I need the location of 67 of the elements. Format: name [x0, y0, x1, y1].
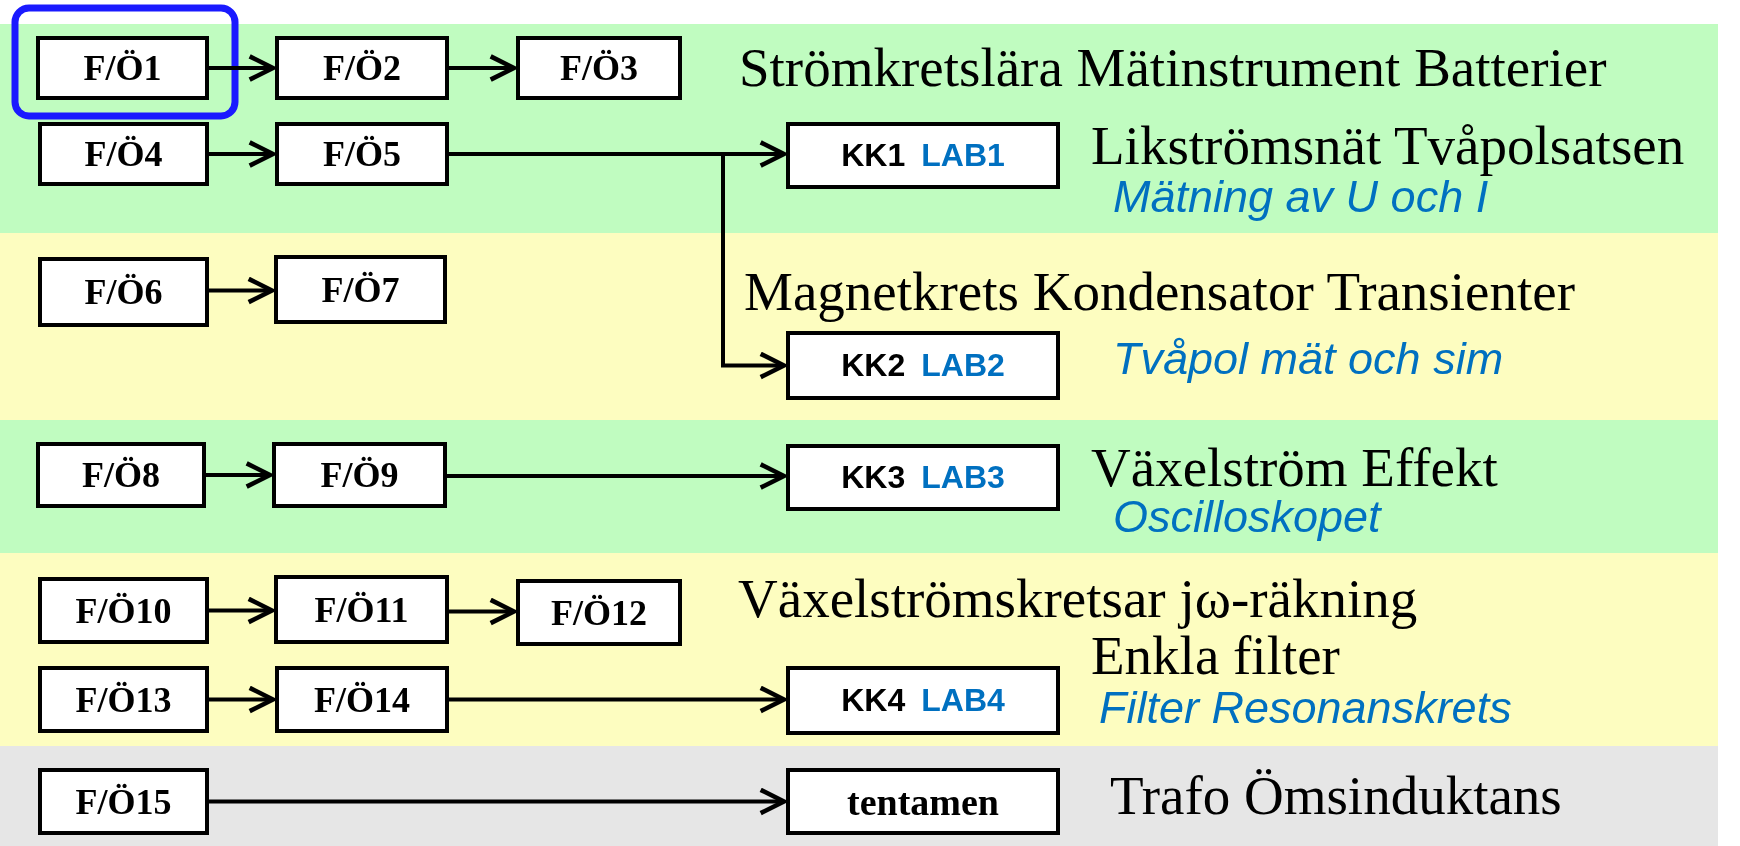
- lab-label: LAB4: [921, 682, 1005, 719]
- lab-label: LAB2: [921, 347, 1005, 384]
- arrow: [209, 787, 787, 816]
- box-label: F/Ö7: [321, 268, 400, 311]
- box-label: F/Ö10: [75, 589, 172, 632]
- box-label: F/Ö5: [323, 133, 401, 175]
- topic-band: [0, 553, 1718, 746]
- box-label: KK1: [841, 137, 906, 174]
- process-box: [275, 666, 449, 733]
- process-box: [516, 36, 682, 100]
- box-label: KK4: [841, 682, 906, 719]
- process-box: [274, 255, 447, 324]
- box-label: F/Ö11: [314, 588, 409, 631]
- topic-text: Enkla filter: [1091, 628, 1340, 683]
- arrow: [209, 276, 275, 305]
- box-label: KK3: [841, 459, 906, 496]
- topic-band: [0, 24, 1718, 233]
- arrow: [447, 462, 787, 490]
- topic-text: Strömkretslära Mätinstrument Batterier: [739, 40, 1607, 95]
- topic-band: [0, 420, 1718, 553]
- box-label: F/Ö4: [84, 133, 163, 175]
- process-box: [38, 768, 209, 835]
- box-label: F/Ö2: [323, 47, 401, 89]
- process-box: [272, 442, 447, 508]
- box-label: KK2: [841, 347, 906, 384]
- lab-label: LAB1: [921, 137, 1005, 174]
- process-box: [516, 579, 682, 646]
- box-label: F/Ö12: [551, 591, 647, 634]
- box-label: F/Ö1: [83, 47, 162, 89]
- process-box: [36, 442, 206, 508]
- lab-topic-text: Tvåpol mät och sim: [1113, 336, 1504, 381]
- process-box: [274, 575, 449, 644]
- box-label: F/Ö6: [84, 271, 163, 313]
- arrow: [209, 685, 276, 714]
- lab-label: LAB3: [921, 459, 1005, 496]
- box-label: tentamen: [847, 779, 999, 824]
- process-box: [786, 768, 1060, 835]
- box-label: F/Ö9: [320, 454, 399, 496]
- box-label: F/Ö15: [75, 780, 172, 823]
- arrow: [449, 685, 787, 714]
- topic-text: Växelström Effekt: [1091, 440, 1498, 495]
- lab-topic-text: Oscilloskopet: [1113, 494, 1381, 539]
- arrow: [449, 54, 517, 82]
- topic-band: [0, 746, 1718, 846]
- arrow: [209, 54, 276, 82]
- process-box: [786, 666, 1060, 735]
- topic-text: Trafo Ömsinduktans: [1110, 768, 1562, 823]
- process-box: [36, 36, 209, 100]
- box-label: F/Ö14: [314, 678, 410, 721]
- process-box: [38, 577, 209, 644]
- process-box: [786, 331, 1060, 400]
- box-label: F/Ö13: [75, 678, 172, 721]
- lab-topic-text: Filter Resonanskrets: [1099, 685, 1512, 730]
- topic-band: [0, 233, 1718, 420]
- box-label: F/Ö3: [560, 47, 638, 89]
- process-box: [38, 666, 209, 733]
- process-box: [38, 257, 209, 327]
- process-box: [275, 122, 449, 186]
- process-box: [275, 36, 449, 100]
- process-box: [786, 444, 1060, 511]
- box-label: F/Ö8: [82, 454, 160, 496]
- arrow: [209, 596, 275, 625]
- process-box: [38, 122, 209, 186]
- arrow: [449, 597, 517, 626]
- process-box: [786, 122, 1060, 189]
- arrow: [209, 140, 276, 168]
- arrow: [206, 461, 273, 489]
